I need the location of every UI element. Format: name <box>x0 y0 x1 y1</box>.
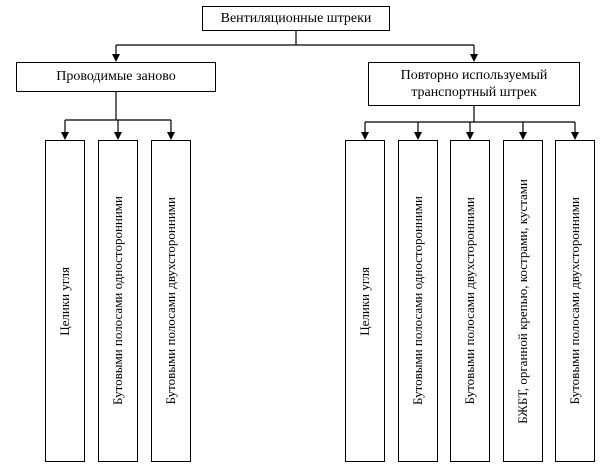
leaf-right-one-sided-pack-strips: Бутовыми полосами односторонними <box>398 140 438 462</box>
leaf-left-coal-pillars-label: Целики угля <box>56 266 72 336</box>
branch-newly-driven-label: Проводимые заново <box>56 69 176 85</box>
leaf-left-coal-pillars: Целики угля <box>45 140 85 462</box>
leaf-right-coal-pillars-label: Целики угля <box>356 266 372 336</box>
leaf-right-two-sided-pack-strips-2: Бутовыми полосами двухсторонними <box>555 140 595 462</box>
leaf-right-two-sided-pack-strips-2-label: Бутовыми полосами двухсторонними <box>566 197 582 405</box>
leaf-right-coal-pillars: Целики угля <box>345 140 385 462</box>
leaf-right-two-sided-pack-strips-label: Бутовыми полосами двухсторонними <box>461 197 477 405</box>
leaf-left-one-sided-pack-strips: Бутовыми полосами односторонними <box>98 140 138 462</box>
leaf-left-two-sided-pack-strips: Бутовыми полосами двухсторонними <box>151 140 191 462</box>
root-node-label: Вентиляционные штреки <box>220 10 372 26</box>
leaf-left-one-sided-pack-strips-label: Бутовыми полосами односторонними <box>109 196 125 406</box>
leaf-right-bzhbt-supports: БЖБТ, органной крепью, кострами, кустами <box>503 140 543 462</box>
leaf-right-one-sided-pack-strips-label: Бутовыми полосами односторонними <box>409 196 425 406</box>
root-node-ventilation-drifts: Вентиляционные штреки <box>202 6 390 31</box>
leaf-left-two-sided-pack-strips-label: Бутовыми полосами двухсторонними <box>162 197 178 405</box>
branch-newly-driven: Проводимые заново <box>16 62 216 92</box>
leaf-right-two-sided-pack-strips: Бутовыми полосами двухсторонними <box>450 140 490 462</box>
branch-reused-transport-drift-label: Повторно используемый транспортный штрек <box>400 67 548 101</box>
leaf-right-bzhbt-supports-label: БЖБТ, органной крепью, кострами, кустами <box>514 178 530 424</box>
branch-reused-transport-drift: Повторно используемый транспортный штрек <box>368 62 580 106</box>
